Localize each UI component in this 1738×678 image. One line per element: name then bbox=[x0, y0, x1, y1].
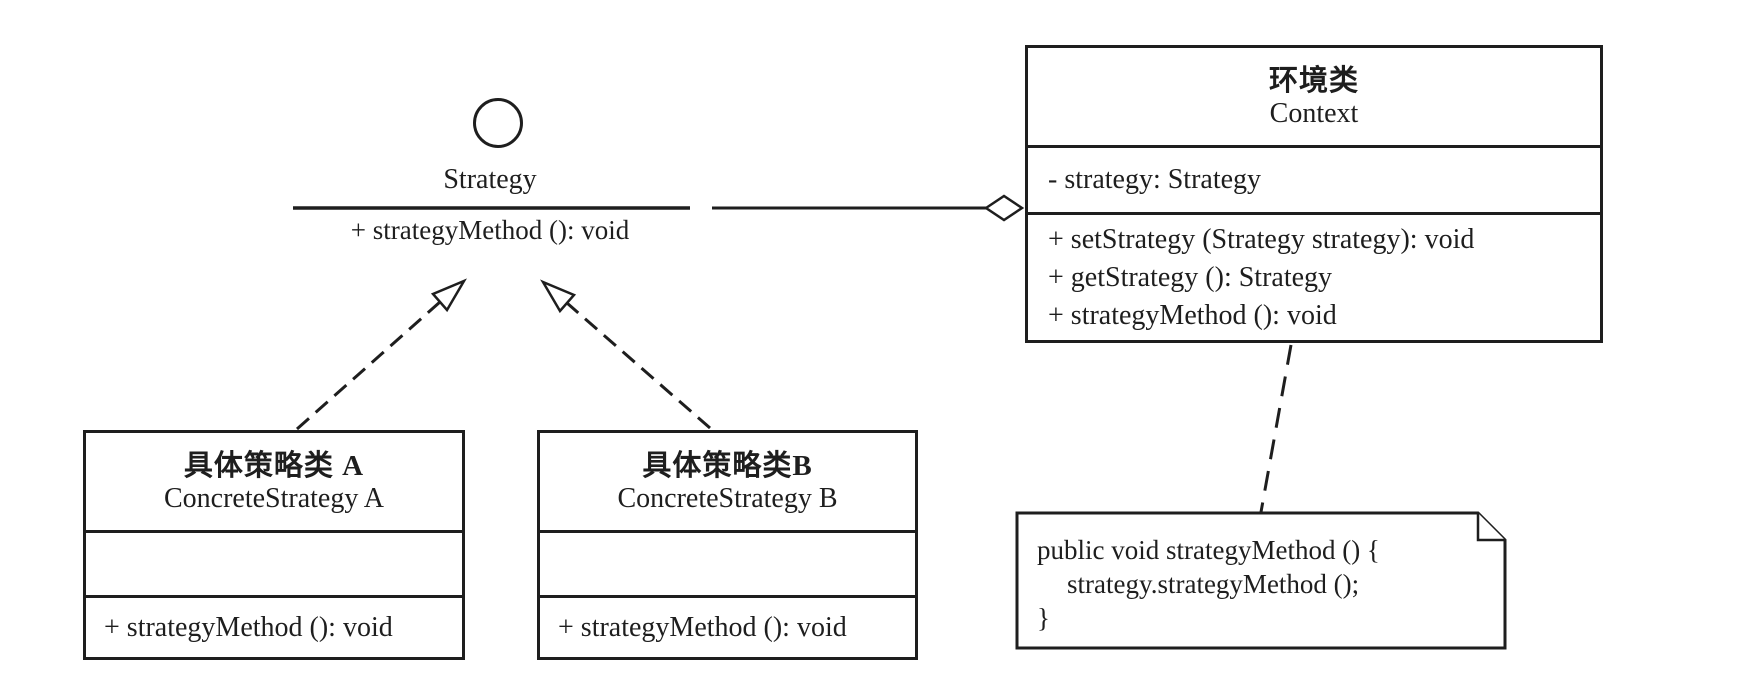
method-set-strategy: + setStrategy (Strategy strategy): void bbox=[1048, 223, 1475, 255]
class-a-methods: + strategyMethod (): void bbox=[86, 598, 462, 657]
class-context-methods: + setStrategy (Strategy strategy): void … bbox=[1028, 215, 1600, 340]
class-context: 环境类 Context - strategy: Strategy + setSt… bbox=[1025, 45, 1603, 343]
class-b-title: 具体策略类B ConcreteStrategy B bbox=[540, 433, 915, 533]
class-context-name-cn: 环境类 bbox=[1268, 64, 1359, 97]
code-note: public void strategyMethod () { strategy… bbox=[1037, 533, 1487, 635]
method-get-strategy: + getStrategy (): Strategy bbox=[1048, 261, 1333, 293]
class-concrete-strategy-b: 具体策略类B ConcreteStrategy B + strategyMeth… bbox=[537, 430, 918, 660]
class-concrete-strategy-a: 具体策略类 A ConcreteStrategy A + strategyMet… bbox=[83, 430, 465, 660]
class-context-name-en: Context bbox=[1269, 97, 1359, 129]
realization-arrowhead-b-icon bbox=[540, 279, 577, 314]
class-a-attributes-empty bbox=[86, 533, 462, 598]
attribute-strategy: - strategy: Strategy bbox=[1048, 164, 1262, 195]
interface-method: + strategyMethod (): void bbox=[350, 215, 630, 245]
class-b-methods: + strategyMethod (): void bbox=[540, 598, 915, 657]
interface-lollipop-icon bbox=[473, 98, 523, 148]
method-strategy-method: + strategyMethod (): void bbox=[558, 611, 847, 643]
class-b-attributes-empty bbox=[540, 533, 915, 598]
class-a-name-cn: 具体策略类 A bbox=[183, 449, 365, 482]
note-line-1: public void strategyMethod () { bbox=[1037, 535, 1380, 565]
note-shape bbox=[1015, 511, 1507, 650]
method-strategy-method: + strategyMethod (): void bbox=[104, 611, 393, 643]
interface-name: Strategy bbox=[443, 164, 537, 195]
class-a-title: 具体策略类 A ConcreteStrategy A bbox=[86, 433, 462, 533]
note-anchor-line bbox=[1259, 344, 1293, 513]
aggregation-diamond-icon bbox=[983, 194, 1025, 222]
realization-line-b bbox=[566, 301, 711, 430]
class-b-name-cn: 具体策略类B bbox=[642, 449, 813, 482]
note-line-3: } bbox=[1037, 603, 1050, 633]
realization-arrowhead-a-icon bbox=[430, 278, 467, 313]
class-a-name-en: ConcreteStrategy A bbox=[163, 482, 385, 514]
note-dogear-icon bbox=[1476, 513, 1505, 542]
note-line-2: strategy.strategyMethod (); bbox=[1067, 569, 1360, 599]
realization-line-a bbox=[296, 300, 441, 431]
class-context-title: 环境类 Context bbox=[1028, 48, 1600, 148]
method-strategy-method: + strategyMethod (): void bbox=[1048, 299, 1337, 331]
class-context-attributes: - strategy: Strategy bbox=[1028, 148, 1600, 215]
class-b-name-en: ConcreteStrategy B bbox=[617, 482, 838, 514]
